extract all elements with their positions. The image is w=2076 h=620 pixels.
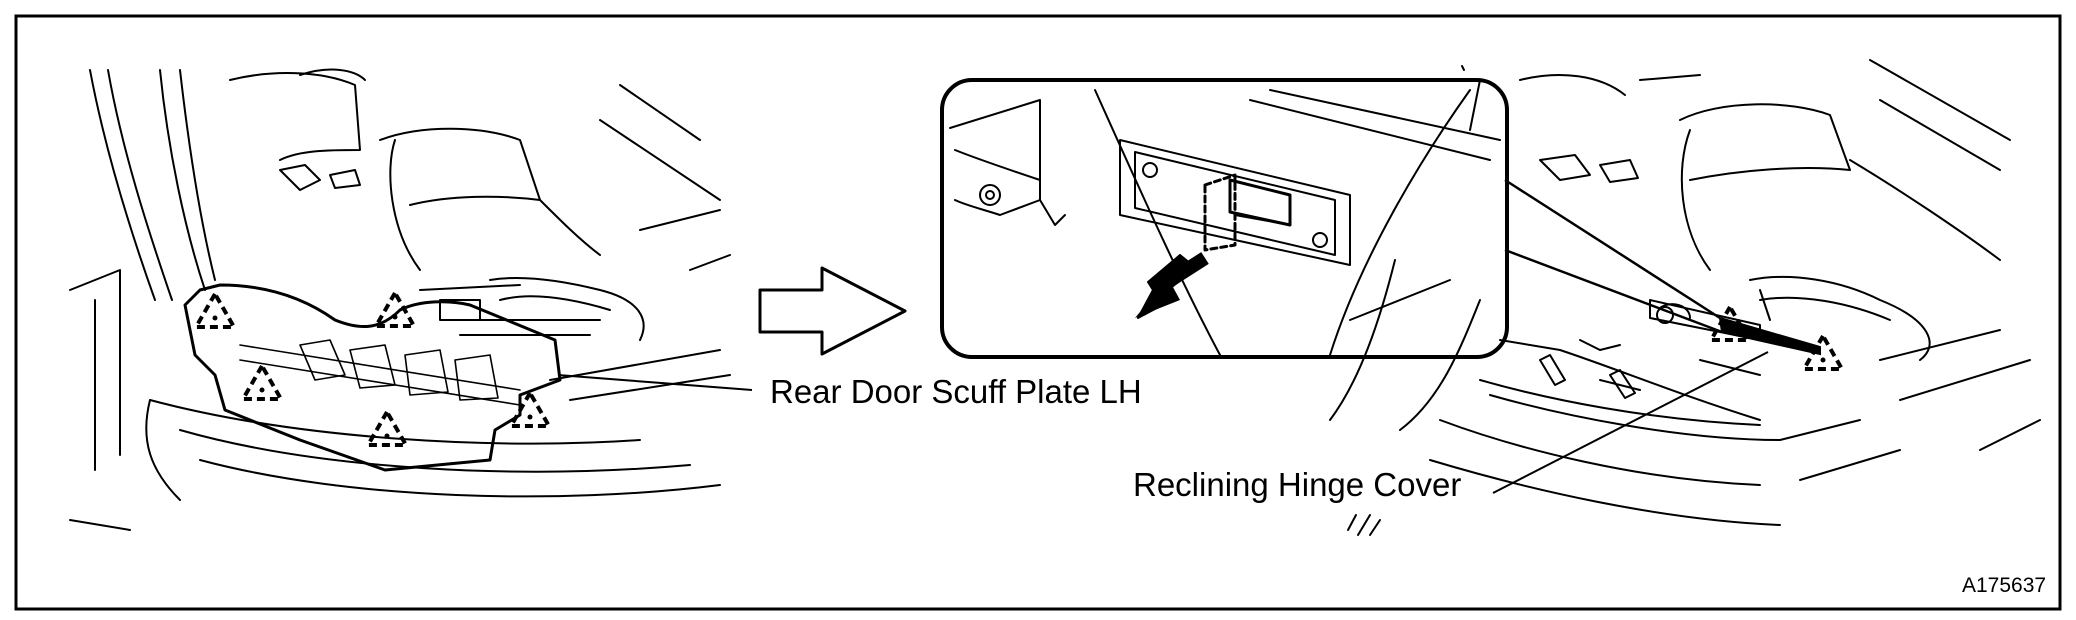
leader-line-hinge-cover — [1492, 351, 1769, 494]
rear-door-scuff-plate — [183, 283, 562, 472]
clip-markers-right — [1707, 302, 1846, 371]
diagram-border — [14, 14, 2062, 611]
figure-code: A175637 — [1962, 574, 2047, 597]
clip-marker-icon — [507, 388, 553, 428]
right-illustration — [1329, 59, 2041, 536]
left-illustration — [69, 68, 731, 531]
clip-marker-icon — [1800, 331, 1846, 371]
clip-markers-left — [192, 288, 553, 447]
reclining-hinge-cover — [1718, 316, 1821, 356]
leader-line-scuff-plate — [557, 374, 753, 391]
clip-marker-icon — [239, 361, 285, 401]
inset-detail — [940, 78, 1509, 359]
hinge-cover-label: Reclining Hinge Cover — [1133, 466, 1462, 503]
clip-marker-icon — [1707, 302, 1753, 342]
hollow-arrow-right-icon — [758, 266, 907, 356]
inset-callout-lines — [1504, 178, 1723, 334]
clip-marker-icon — [364, 407, 410, 447]
scuff-plate-label: Rear Door Scuff Plate LH — [770, 373, 1142, 410]
clip-marker-icon — [372, 288, 418, 328]
clip-marker-icon — [192, 289, 238, 329]
